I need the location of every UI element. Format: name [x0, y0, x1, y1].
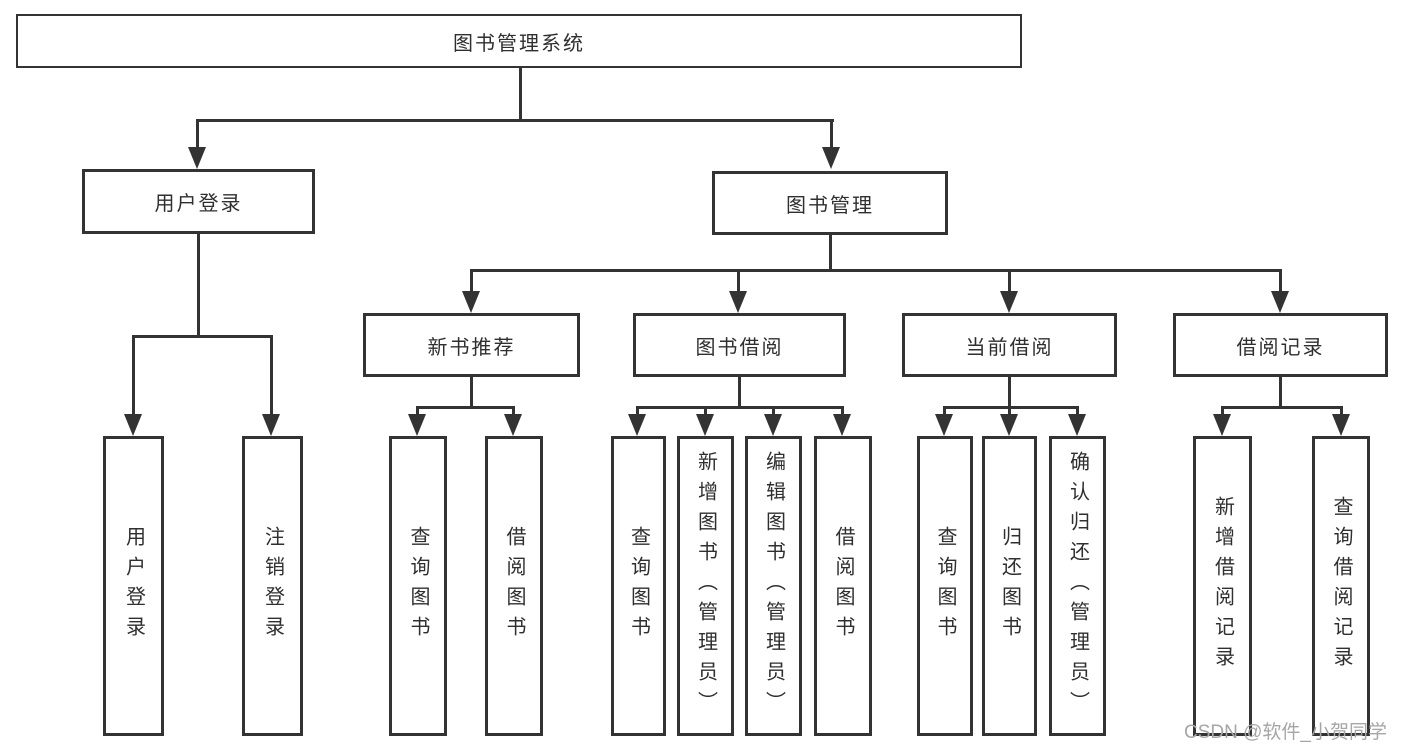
arrow-down-icon	[1271, 291, 1289, 313]
arrow-down-icon	[935, 414, 953, 436]
watermark-text: CSDN @软件_小贺同学	[1184, 722, 1387, 743]
arrow-down-icon	[408, 414, 426, 436]
leaf-user-login: 用户登录	[103, 436, 164, 736]
leaf-confirm-return-admin: 确认归还（管理员）	[1049, 436, 1106, 736]
connector-line	[519, 68, 522, 121]
leaf-borrow-books-newbook-label: 借阅图书	[503, 526, 525, 646]
node-book-borrowing: 图书借阅	[633, 313, 846, 377]
leaf-edit-book-admin-label: 编辑图书（管理员）	[762, 451, 785, 721]
connector-line	[943, 406, 946, 416]
arrow-down-icon	[1000, 291, 1018, 313]
leaf-borrow-books-borrowing-label: 借阅图书	[832, 526, 854, 646]
connector-line	[943, 406, 1079, 409]
arrow-down-icon	[822, 147, 840, 169]
arrow-down-icon	[504, 414, 522, 436]
connector-line	[197, 234, 200, 337]
connector-line	[1008, 406, 1011, 416]
arrow-down-icon	[1213, 414, 1231, 436]
node-book-management: 图书管理	[712, 171, 948, 235]
connector-line	[416, 406, 515, 409]
connector-line	[841, 406, 844, 416]
node-root: 图书管理系统	[16, 14, 1022, 68]
connector-line	[470, 269, 1282, 272]
connector-line	[704, 406, 707, 416]
arrow-down-icon	[628, 414, 646, 436]
connector-line	[1221, 406, 1343, 409]
node-borrowing-records: 借阅记录	[1173, 313, 1388, 377]
node-borrowing-records-label: 借阅记录	[1236, 336, 1325, 359]
leaf-query-borrow-record: 查询借阅记录	[1312, 436, 1370, 736]
arrow-down-icon	[729, 291, 747, 313]
leaf-query-books-borrowing: 查询图书	[611, 436, 666, 736]
connector-line	[1008, 377, 1011, 408]
arrow-down-icon	[1332, 414, 1350, 436]
node-book-borrowing-label: 图书借阅	[695, 336, 784, 359]
leaf-query-books-newbook-label: 查询图书	[407, 526, 429, 646]
connector-line	[737, 269, 740, 293]
node-current-borrowing-label: 当前借阅	[965, 336, 1054, 359]
connector-line	[1279, 269, 1282, 293]
connector-line	[470, 377, 473, 408]
leaf-confirm-return-admin-label: 确认归还（管理员）	[1066, 451, 1089, 721]
arrow-down-icon	[1000, 414, 1018, 436]
connector-line	[470, 269, 473, 293]
leaf-query-books-current-label: 查询图书	[934, 526, 956, 646]
leaf-edit-book-admin: 编辑图书（管理员）	[745, 436, 802, 736]
leaf-borrow-books-borrowing: 借阅图书	[814, 436, 872, 736]
leaf-query-borrow-record-label: 查询借阅记录	[1330, 496, 1352, 676]
connector-line	[132, 335, 135, 415]
arrow-down-icon	[1068, 414, 1086, 436]
connector-line	[829, 235, 832, 272]
node-user-login-label: 用户登录	[154, 193, 243, 215]
connector-line	[772, 406, 775, 416]
leaf-logout: 注销登录	[242, 436, 303, 736]
arrow-down-icon	[188, 147, 206, 169]
connector-line	[1008, 269, 1011, 293]
arrow-down-icon	[764, 414, 782, 436]
node-book-management-label: 图书管理	[786, 194, 874, 217]
arrow-down-icon	[833, 414, 851, 436]
arrow-down-icon	[262, 414, 280, 436]
connector-line	[196, 119, 834, 122]
connector-line	[636, 406, 639, 416]
connector-line	[1076, 406, 1079, 416]
leaf-query-books-newbook: 查询图书	[389, 436, 447, 736]
connector-line	[132, 335, 273, 338]
connector-line	[1340, 406, 1343, 416]
connector-line	[196, 119, 199, 149]
leaf-add-borrow-record-label: 新增借阅记录	[1211, 496, 1234, 676]
connector-line	[830, 119, 833, 149]
leaf-query-books-borrowing-label: 查询图书	[627, 526, 650, 646]
leaf-add-book-admin: 新增图书（管理员）	[677, 436, 734, 736]
connector-line	[270, 335, 273, 415]
leaf-return-book: 归还图书	[982, 436, 1037, 736]
arrow-down-icon	[124, 414, 142, 436]
arrow-down-icon	[462, 291, 480, 313]
node-root-label: 图书管理系统	[453, 32, 585, 55]
connector-line	[416, 406, 419, 416]
arrow-down-icon	[696, 414, 714, 436]
node-new-book-recommend-label: 新书推荐	[427, 336, 516, 359]
connector-line	[1221, 406, 1224, 416]
leaf-add-borrow-record: 新增借阅记录	[1193, 436, 1252, 736]
connector-line	[1279, 377, 1282, 408]
leaf-user-login-label: 用户登录	[122, 526, 145, 646]
leaf-add-book-admin-label: 新增图书（管理员）	[694, 451, 717, 721]
leaf-return-book-label: 归还图书	[998, 526, 1021, 646]
node-user-login: 用户登录	[82, 169, 315, 234]
connector-line	[636, 406, 844, 409]
node-current-borrowing: 当前借阅	[902, 313, 1117, 377]
leaf-query-books-current: 查询图书	[917, 436, 973, 736]
node-new-book-recommend: 新书推荐	[363, 313, 580, 377]
leaf-logout-label: 注销登录	[261, 526, 284, 646]
leaf-borrow-books-newbook: 借阅图书	[485, 436, 543, 736]
connector-line	[512, 406, 515, 416]
connector-line	[738, 377, 741, 408]
